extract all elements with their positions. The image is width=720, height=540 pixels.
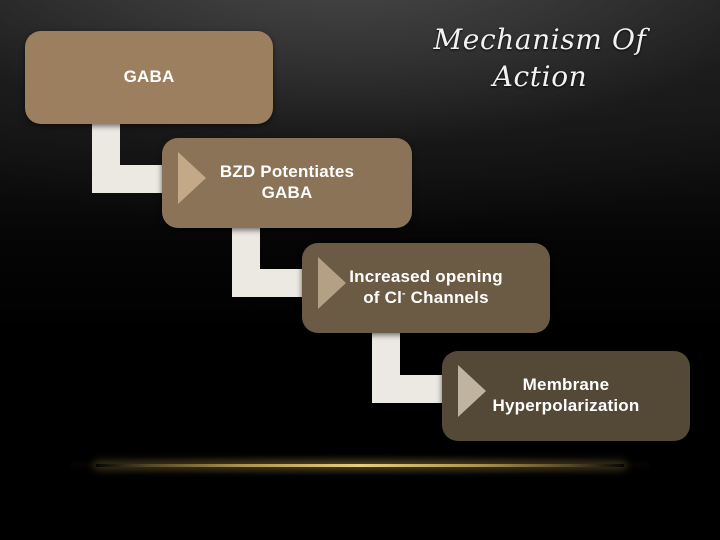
- chloride-minus-superscript: -: [402, 287, 406, 300]
- arrow-head-overlay-icon: [458, 365, 486, 417]
- flow-step-bzd-potentiates-gaba-label: BZD Potentiates GABA: [219, 162, 355, 202]
- cl-channels-line1: Increased opening: [349, 267, 503, 287]
- arrow-head-overlay-icon: [318, 257, 346, 309]
- accent-rule: [96, 464, 624, 467]
- page-title: Mechanism Of Action: [433, 23, 647, 93]
- flow-step-gaba[interactable]: GABA: [25, 31, 273, 124]
- flow-step-membrane-hyperpolarization-label: Membrane Hyperpolarization: [492, 375, 640, 415]
- arrow-head-overlay-icon: [178, 152, 206, 204]
- cl-channels-line2-suffix: Channels: [405, 288, 489, 307]
- cl-channels-line2-prefix: of Cl: [363, 288, 402, 307]
- flow-step-gaba-label: GABA: [123, 67, 175, 87]
